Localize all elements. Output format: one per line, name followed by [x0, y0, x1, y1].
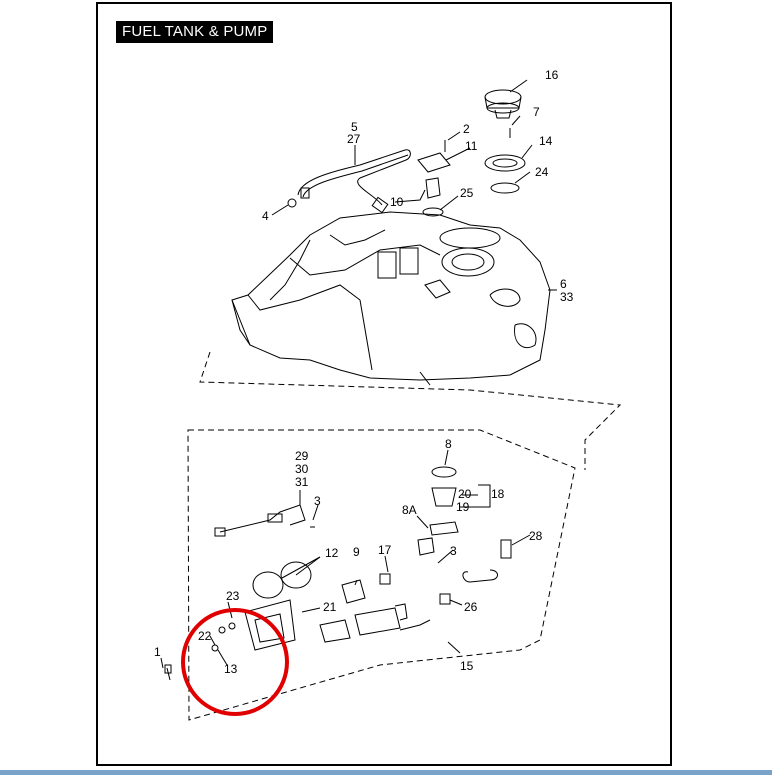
part-22: [211, 644, 219, 652]
callout-30: 30: [295, 462, 309, 476]
bottom-bar: [0, 770, 772, 775]
callout-11: 11: [465, 139, 478, 153]
callout-21: 21: [323, 600, 337, 614]
callout-24: 24: [535, 165, 549, 179]
callout-2: 2: [463, 122, 470, 136]
callout-14: 14: [539, 134, 553, 148]
callout-labels: 16 7 14 24 2 11 25 10 5 27 4 6 33 8 20 1…: [154, 68, 574, 676]
callout-9: 9: [353, 545, 360, 559]
pump-dashed-outline: [187, 429, 576, 721]
callout-23: 23: [226, 589, 240, 603]
callout-3a: 3: [314, 494, 321, 508]
callout-22: 22: [198, 629, 212, 643]
callout-10: 10: [390, 195, 404, 209]
part-4-nut: [287, 198, 297, 208]
callout-8: 8: [445, 437, 452, 451]
o-ring-12b: [280, 561, 312, 589]
part-17: [379, 573, 391, 585]
callout-28: 28: [529, 529, 543, 543]
highlight-circle: [181, 608, 289, 716]
filler-ring: [484, 154, 526, 172]
fuel-filter: [341, 579, 366, 604]
callout-4: 4: [262, 209, 269, 223]
gasket-24: [490, 182, 520, 194]
diagram-title: FUEL TANK & PUMP: [116, 21, 274, 43]
callout-13: 13: [224, 662, 238, 676]
diagram-frame: [96, 2, 672, 766]
callout-5: 5: [351, 120, 358, 134]
bolt-1: [164, 664, 172, 674]
screw-1: [166, 667, 171, 681]
filler-cap: [484, 89, 522, 119]
callout-15: 15: [460, 659, 474, 673]
callout-3b: 3: [450, 544, 457, 558]
callout-25: 25: [460, 186, 474, 200]
callout-6: 6: [560, 277, 567, 291]
callout-20: 20: [458, 487, 472, 501]
callout-26: 26: [464, 600, 478, 614]
callout-16: 16: [545, 68, 559, 82]
o-ring-12a: [252, 571, 284, 599]
callout-7: 7: [533, 105, 540, 119]
fuel-tank: [231, 211, 551, 386]
callout-8A: 8A: [402, 503, 417, 517]
callout-1: 1: [154, 645, 161, 659]
sender-unit: [417, 152, 451, 217]
callout-18: 18: [491, 487, 505, 501]
sender-wiring: [214, 504, 306, 537]
fuel-pump: [319, 603, 431, 643]
callout-31: 31: [295, 475, 309, 489]
callout-19: 19: [456, 500, 470, 514]
callout-17: 17: [378, 543, 392, 557]
callout-29: 29: [295, 449, 309, 463]
vent-hose: [297, 149, 411, 214]
fuel-line-hose: [439, 539, 512, 605]
callout-12: 12: [325, 546, 339, 560]
fuel-pump-top-plate: [417, 466, 459, 556]
callout-27: 27: [347, 132, 361, 146]
callout-33: 33: [560, 290, 574, 304]
